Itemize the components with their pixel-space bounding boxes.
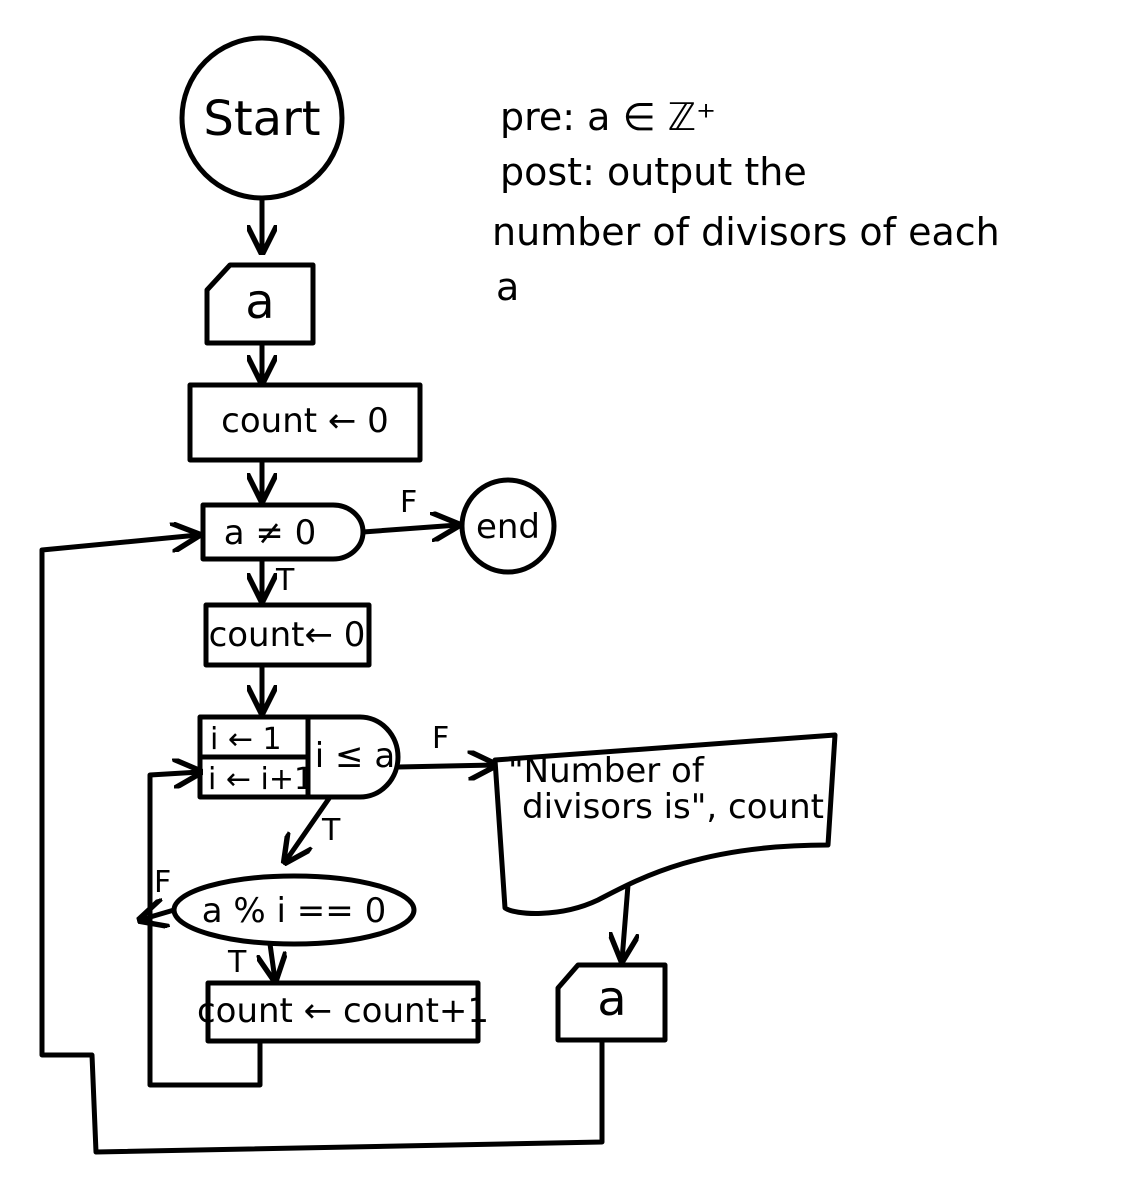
output-node: "Number of divisors is", count [492, 732, 838, 916]
edge-outer-loop-back [39, 535, 605, 1155]
mod-condition-label: a % i == 0 [202, 891, 386, 931]
input-a-label: a [245, 274, 274, 330]
end-node: end [459, 477, 557, 575]
loop-condition-node: a ≠ 0 [200, 502, 366, 562]
mod-false-label: F [154, 865, 171, 900]
postcondition-text: post: output the [500, 150, 807, 194]
init-count-label: count ← 0 [221, 401, 389, 441]
edge-inner-loop-back [147, 772, 263, 1088]
mod-condition-node: a % i == 0 [171, 873, 417, 947]
init-count-node: count ← 0 [187, 382, 423, 463]
loop-false-label: F [400, 485, 417, 520]
reset-count-label: count← 0 [209, 615, 366, 655]
for-loop-node: i ← 1 i ← i+1 i ≤ a [197, 714, 401, 800]
output-label-line1: "Number of [508, 751, 705, 791]
for-true-label: T [321, 813, 341, 848]
input-a2-label: a [597, 971, 626, 1027]
edge-for-false-to-output [395, 765, 495, 767]
loop-condition-label: a ≠ 0 [224, 513, 317, 553]
edge-mod-true [270, 941, 275, 980]
edge-mod-false [140, 910, 177, 920]
loop-true-label: T [275, 563, 295, 598]
input-a2-node: a [555, 962, 668, 1043]
edge-output-to-input [622, 882, 628, 960]
edge-for-true-to-mod [285, 794, 333, 862]
conditions-note: pre: a ∈ ℤ⁺ post: output the number of d… [492, 95, 1000, 309]
input-a-node: a [204, 262, 316, 346]
for-condition-label: i ≤ a [315, 736, 395, 776]
start-node: Start [179, 35, 345, 201]
for-step-label: i ← i+1 [208, 762, 313, 797]
mod-true-label: T [227, 945, 247, 980]
postcondition-text-end: a [496, 265, 519, 309]
for-init-label: i ← 1 [210, 722, 282, 757]
edge-loop-false-to-end [360, 525, 458, 532]
end-label: end [476, 507, 540, 547]
precondition-text: pre: a ∈ ℤ⁺ [500, 95, 716, 139]
increment-node: count ← count+1 [197, 980, 489, 1044]
start-label: Start [203, 91, 320, 147]
for-false-label: F [432, 721, 449, 756]
output-label-line2: divisors is", count [522, 787, 824, 827]
postcondition-text-cont: number of divisors of each [492, 210, 1000, 254]
reset-count-node: count← 0 [203, 602, 372, 668]
increment-label: count ← count+1 [197, 991, 489, 1031]
